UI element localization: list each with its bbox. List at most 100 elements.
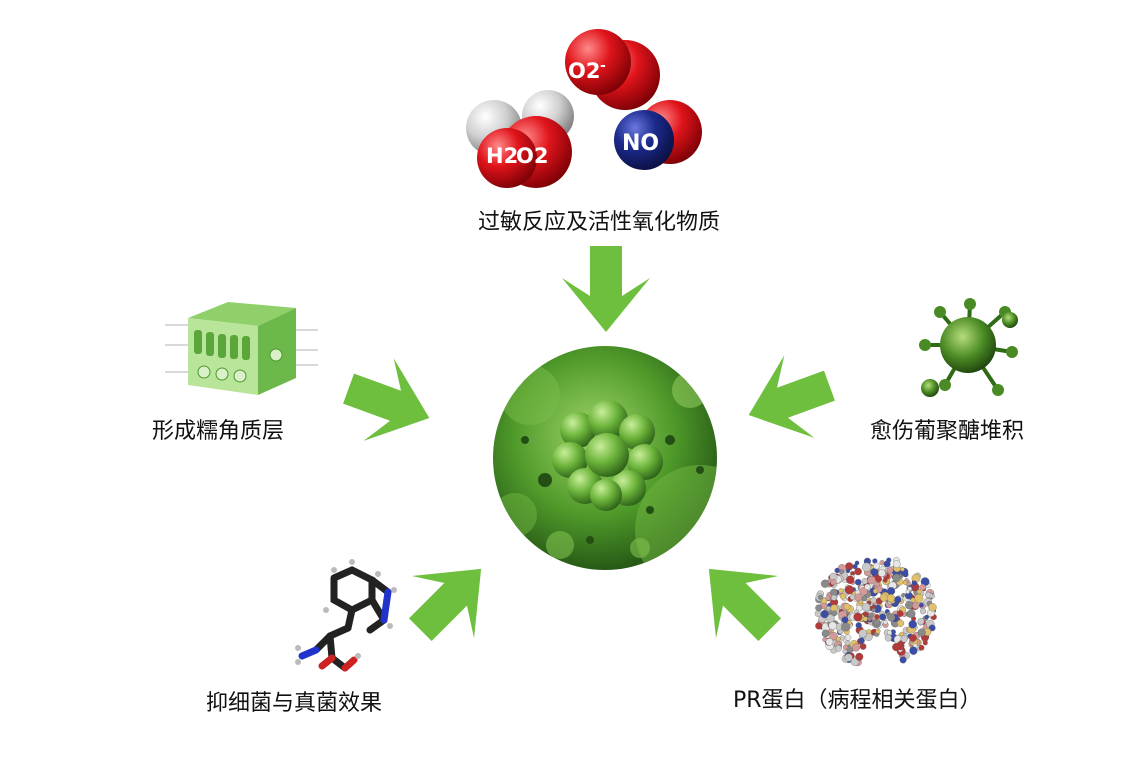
peroxide-label-h: H2 bbox=[486, 144, 518, 168]
protein-atom bbox=[867, 616, 873, 622]
protein-atom bbox=[846, 575, 855, 584]
protein-atom bbox=[828, 621, 837, 630]
protein-atom bbox=[892, 560, 901, 568]
protein-atom bbox=[855, 622, 862, 629]
protein-atom bbox=[854, 567, 862, 576]
protein-atom bbox=[922, 640, 928, 646]
protein-atom bbox=[829, 631, 838, 641]
protein-atom bbox=[870, 568, 879, 576]
protein-atom bbox=[861, 578, 868, 585]
protein-atom bbox=[887, 630, 892, 636]
protein-atom bbox=[859, 587, 868, 596]
protein-atom bbox=[903, 580, 908, 585]
protein-atom bbox=[874, 581, 880, 588]
protein-atom bbox=[918, 602, 924, 608]
protein-atom bbox=[917, 617, 925, 625]
protein-atom bbox=[928, 603, 937, 612]
molecule-spheres-icon: O2 - H2 O2 NO bbox=[466, 29, 702, 188]
protein-atom bbox=[835, 644, 842, 652]
arrow-from-right bbox=[748, 355, 835, 438]
protein-atom bbox=[830, 594, 837, 601]
protein-atom bbox=[883, 620, 888, 625]
protein-atom bbox=[887, 587, 896, 596]
protein-atom bbox=[821, 629, 830, 638]
protein-atom bbox=[892, 573, 901, 583]
protein-atom bbox=[916, 589, 922, 595]
protein-atom bbox=[851, 643, 861, 652]
protein-atom bbox=[908, 620, 917, 629]
protein-atom bbox=[896, 619, 905, 627]
protein-atom bbox=[900, 566, 905, 572]
protein-atom bbox=[884, 634, 892, 642]
protein-atom bbox=[854, 578, 862, 586]
protein-atom bbox=[919, 608, 927, 615]
arrow-from-bottom-right bbox=[708, 568, 782, 642]
superoxide-charge: - bbox=[600, 58, 606, 74]
arrow-from-left bbox=[343, 358, 430, 441]
protein-atom bbox=[852, 564, 858, 570]
protein-atom bbox=[899, 656, 907, 664]
label-ros: 过敏反应及活性氧化物质 bbox=[478, 210, 721, 235]
protein-atom bbox=[859, 643, 867, 650]
protein-atom bbox=[844, 653, 853, 662]
label-antimicrobial: 抑细菌与真菌效果 bbox=[206, 691, 383, 716]
protein-atom bbox=[892, 643, 901, 652]
protein-atom bbox=[820, 610, 829, 619]
label-callose: 愈伤葡聚醣堆积 bbox=[870, 419, 1025, 444]
protein-atom bbox=[911, 580, 918, 586]
protein-atom bbox=[815, 622, 823, 630]
protein-atom bbox=[838, 569, 844, 575]
protein-atom bbox=[838, 588, 844, 594]
protein-atom bbox=[928, 624, 936, 632]
protein-atom bbox=[845, 568, 851, 574]
protein-atom bbox=[896, 610, 904, 617]
protein-atom bbox=[870, 597, 877, 604]
protein-atom bbox=[830, 578, 837, 586]
arrow-from-bottom-left bbox=[408, 568, 482, 642]
protein-atom bbox=[877, 569, 886, 577]
protein-atom bbox=[825, 595, 831, 601]
protein-atom bbox=[879, 613, 887, 621]
label-cuticle: 形成糯角质层 bbox=[152, 419, 285, 444]
protein-atom bbox=[914, 593, 924, 603]
protein-atom bbox=[873, 562, 880, 570]
protein-atom bbox=[875, 628, 881, 634]
protein-atom bbox=[900, 635, 908, 643]
protein-atom bbox=[817, 594, 823, 600]
protein-atom bbox=[899, 631, 905, 637]
protein-atom bbox=[909, 646, 918, 655]
protein-atom bbox=[843, 603, 851, 611]
protein-atom bbox=[862, 562, 872, 572]
protein-atom bbox=[858, 637, 865, 644]
protein-atom bbox=[815, 604, 823, 612]
protein-atom bbox=[839, 593, 847, 600]
superoxide-label: O2 bbox=[568, 59, 600, 83]
label-pr-protein: PR蛋白（病程相关蛋白） bbox=[733, 688, 982, 713]
protein-atom bbox=[887, 567, 894, 574]
center-microbe-icon bbox=[493, 346, 717, 570]
protein-atom bbox=[853, 612, 863, 622]
protein-atom bbox=[875, 575, 882, 583]
peroxide-label-o: O2 bbox=[516, 144, 548, 168]
protein-atom bbox=[887, 613, 896, 622]
arrow-from-top bbox=[562, 246, 650, 332]
protein-atom bbox=[861, 595, 868, 602]
protein-atom bbox=[862, 616, 868, 622]
protein-atom bbox=[844, 585, 854, 595]
protein-atom bbox=[894, 596, 902, 604]
protein-atom bbox=[873, 619, 881, 627]
protein-atom bbox=[886, 594, 895, 603]
protein-atom bbox=[905, 601, 914, 610]
protein-atom bbox=[825, 638, 834, 646]
protein-atom bbox=[912, 601, 920, 610]
protein-structure-icon bbox=[814, 556, 937, 667]
protein-atom bbox=[834, 567, 840, 574]
protein-atom bbox=[917, 628, 926, 637]
protein-atom bbox=[820, 579, 830, 588]
protein-atom bbox=[864, 583, 871, 590]
protein-atom bbox=[835, 636, 841, 642]
protein-atom bbox=[924, 614, 929, 620]
protein-atom bbox=[905, 589, 910, 594]
protein-atom bbox=[841, 622, 851, 632]
protein-atom bbox=[855, 652, 864, 661]
